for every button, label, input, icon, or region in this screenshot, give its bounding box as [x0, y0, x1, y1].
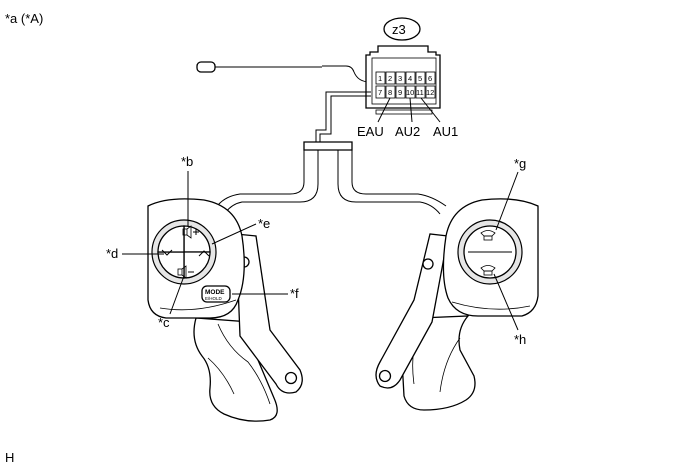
phone-pickup-icon: [480, 230, 496, 241]
terminal-au1: AU1: [433, 124, 458, 139]
pin-7: 7: [378, 88, 382, 97]
callout-b: *b: [181, 154, 193, 169]
seek-down-chevron-icon: [161, 249, 173, 256]
pin-4: 4: [408, 74, 412, 83]
callout-f: *f: [290, 286, 299, 301]
pin-6: 6: [428, 74, 432, 83]
mode-button: [201, 285, 231, 303]
mode-label: MODE: [205, 289, 225, 296]
right-steering-switch: [375, 198, 539, 411]
callout-d: *d: [106, 246, 118, 261]
mode-sub-label: E/HOLD: [205, 296, 223, 301]
terminal-au2: AU2: [395, 124, 420, 139]
pin-1: 1: [378, 74, 382, 83]
ground-wire: [196, 61, 371, 83]
callout-e: *e: [258, 216, 270, 231]
callouts: *b *e *d *f *c *g *h: [106, 154, 526, 347]
pin-10: 10: [406, 88, 414, 97]
callout-g: *g: [514, 156, 526, 171]
callout-c: *c: [158, 315, 170, 330]
connector-z3: z3 1 2 3 4 5 6 7 8 9 1: [357, 17, 458, 139]
footer-code: H: [5, 450, 14, 465]
pin-11: 11: [416, 88, 424, 97]
figure-label: *a (*A): [5, 11, 43, 26]
left-steering-switch: MODE E/HOLD: [147, 198, 303, 422]
connector-id: z3: [392, 22, 406, 37]
pin-12: 12: [426, 88, 434, 97]
callout-h: *h: [514, 332, 526, 347]
pin-5: 5: [418, 74, 422, 83]
pin-9: 9: [398, 88, 402, 97]
terminal-eau: EAU: [357, 124, 384, 139]
pin-3: 3: [398, 74, 402, 83]
seek-up-chevron-icon: [198, 250, 210, 257]
phone-hangup-icon: [480, 265, 496, 276]
pin-2: 2: [388, 74, 392, 83]
pin-8: 8: [388, 88, 392, 97]
wire-harness: [217, 91, 447, 215]
volume-up-icon: [182, 225, 199, 239]
pin-grid: 1 2 3 4 5 6 7 8 9 10 11 12: [375, 71, 436, 99]
